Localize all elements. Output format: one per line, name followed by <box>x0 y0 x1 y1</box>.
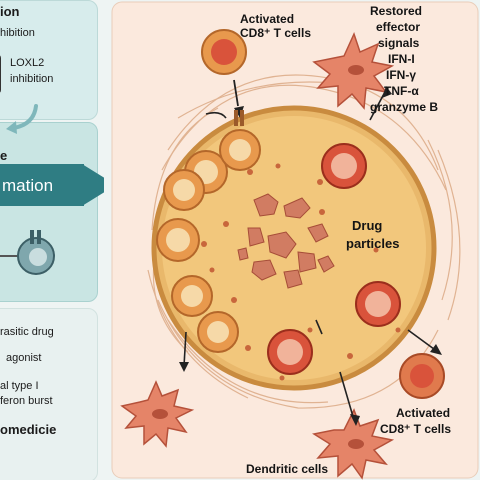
diagram-graphic <box>111 1 479 480</box>
transformation-band <box>0 164 84 206</box>
drug-particle-cluster <box>237 193 335 289</box>
top-heading-fragment: ion <box>0 4 20 19</box>
activated-t-cells-top <box>201 29 247 126</box>
effector-line-2: effector <box>376 20 421 34</box>
tumor-diagram: Activated CD8⁺ T cells Restored effector… <box>108 0 480 480</box>
transformation-panel <box>0 122 98 302</box>
bottom-item-3: al type I <box>0 380 39 392</box>
transformation-band-text: mation <box>2 176 54 195</box>
big-arrow-icon <box>82 164 104 206</box>
arrow-heads <box>179 86 442 426</box>
dendritic-nuclei <box>152 65 364 449</box>
activated-bottom-label-1: Activated <box>396 406 451 420</box>
loxl2-label: LOXL2 <box>10 57 45 69</box>
loxl2-bracket <box>0 54 1 94</box>
effector-t-cells <box>267 143 445 399</box>
drug-label-1: Drug <box>352 218 383 233</box>
bottom-item-4: feron burst <box>0 395 53 407</box>
effector-line-1: Restored <box>370 4 423 18</box>
activated-top-label-2: CD8⁺ T cells <box>240 26 312 40</box>
bottom-footer: omedicie <box>0 422 57 437</box>
effector-line-5: IFN-γ <box>386 68 416 82</box>
curved-arrow-icon <box>6 104 38 134</box>
bottom-item-1: rasitic drug <box>0 326 54 338</box>
inhibition-panel <box>0 0 98 120</box>
middle-heading-fragment: e <box>0 148 8 163</box>
inhibition-text-fragment: hibition <box>0 27 35 39</box>
loxl2-inhibition-label: inhibition <box>10 73 54 85</box>
effector-line-6: TNF-α <box>384 84 419 98</box>
receptor-cell-icon <box>0 230 55 275</box>
effector-line-4: IFN-I <box>388 52 415 66</box>
bottom-item-2: agonist <box>6 352 42 364</box>
effector-line-3: signals <box>378 36 420 50</box>
nanomedicine-panel <box>0 308 98 480</box>
activated-bottom-label-2: CD8⁺ T cells <box>380 422 452 436</box>
activated-top-label-1: Activated <box>240 12 295 26</box>
drug-dots <box>201 155 401 381</box>
dendritic-label: Dendritic cells <box>246 462 329 476</box>
effector-line-7: granzyme B <box>370 100 439 114</box>
drug-label-2: particles <box>346 236 400 251</box>
tumor-cells <box>156 129 261 353</box>
left-panel: ion hibition LOXL2 inhibition e mation r… <box>0 0 104 480</box>
